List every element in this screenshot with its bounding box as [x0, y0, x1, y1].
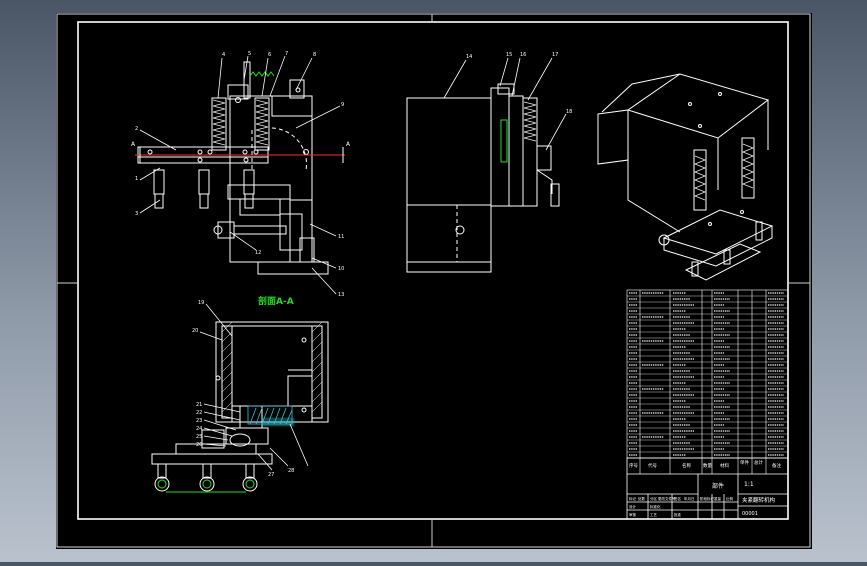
section-hatch-walls	[221, 321, 323, 413]
section-marker-right: A	[346, 141, 351, 148]
svg-text:12: 12	[255, 250, 261, 256]
side-leaders	[443, 57, 567, 151]
svg-text:年月日: 年月日	[684, 496, 695, 501]
svg-text:名称: 名称	[682, 462, 691, 469]
side-spring	[523, 101, 537, 142]
svg-text:13: 13	[338, 292, 344, 298]
svg-text:重量: 重量	[714, 496, 722, 501]
svg-text:19: 19	[198, 300, 204, 306]
svg-text:26: 26	[196, 442, 202, 448]
scale-value: 1:1	[744, 481, 754, 488]
svg-text:16: 16	[520, 52, 526, 58]
iso-springs	[693, 143, 755, 201]
svg-text:处数: 处数	[638, 496, 646, 501]
svg-text:工艺: 工艺	[650, 512, 658, 517]
svg-text:17: 17	[552, 52, 558, 58]
svg-text:设计: 设计	[629, 504, 637, 509]
title-block[interactable]	[626, 457, 789, 520]
green-wheel-links	[157, 479, 255, 493]
svg-text:23: 23	[196, 418, 202, 424]
svg-text:标记: 标记	[629, 496, 637, 501]
material-cell: 部件	[712, 482, 724, 490]
svg-text:单件: 单件	[740, 459, 749, 466]
svg-text:15: 15	[506, 52, 512, 58]
section-balloons: 19 20 21 22 23 24 25 26 27 28	[192, 300, 294, 478]
section-title: 剖面A-A	[258, 295, 294, 307]
svg-text:18: 18	[566, 109, 572, 115]
section-leaders	[199, 303, 309, 471]
side-view[interactable]	[406, 83, 560, 273]
inner-border	[77, 21, 789, 520]
front-leaders	[139, 55, 341, 295]
side-balloons: 14 15 16 17 18	[466, 52, 572, 115]
svg-text:14: 14	[466, 54, 472, 60]
svg-text:7: 7	[285, 51, 288, 57]
svg-text:5: 5	[248, 51, 251, 57]
svg-text:数量: 数量	[703, 462, 712, 469]
svg-text:材料: 材料	[720, 462, 729, 469]
svg-text:序号: 序号	[629, 462, 638, 469]
section-marker-left: A	[131, 141, 136, 148]
svg-text:总计: 总计	[754, 459, 763, 466]
title-block-header-row: 序号 代号 名称 数量 材料 单件 总计 备注	[629, 459, 781, 469]
svg-text:8: 8	[313, 52, 316, 58]
svg-text:27: 27	[268, 472, 274, 478]
svg-text:20: 20	[192, 328, 198, 334]
svg-text:11: 11	[338, 234, 344, 240]
svg-text:2: 2	[135, 126, 138, 132]
zone-ticks	[57, 14, 810, 547]
front-view[interactable]	[137, 61, 329, 275]
svg-text:6: 6	[268, 52, 271, 58]
svg-text:批准: 批准	[674, 512, 682, 517]
part-name: 夹紧翻转机构	[742, 496, 776, 504]
svg-text:标准化: 标准化	[650, 504, 661, 509]
svg-text:22: 22	[196, 410, 202, 416]
svg-text:10: 10	[338, 266, 344, 272]
outer-frame	[56, 13, 811, 548]
svg-text:比例: 比例	[726, 496, 734, 501]
svg-text:21: 21	[196, 402, 202, 408]
svg-text:1: 1	[135, 176, 138, 182]
svg-text:25: 25	[196, 434, 202, 440]
svg-text:代号: 代号	[648, 462, 657, 469]
svg-text:28: 28	[288, 468, 294, 474]
spring-right	[255, 99, 269, 146]
green-clamp-jaw	[500, 119, 508, 163]
svg-text:3: 3	[135, 211, 138, 217]
cyan-hatch	[247, 405, 295, 427]
front-balloons: 4 5 6 7 8 9 2 1 3 12 11 10 13	[135, 51, 344, 298]
svg-text:更改文件号: 更改文件号	[658, 496, 676, 501]
parts-list-entries	[627, 292, 788, 456]
svg-text:4: 4	[222, 52, 225, 58]
drawing-sheet	[56, 13, 812, 549]
svg-text:分区: 分区	[650, 496, 658, 501]
green-dimension-mark	[249, 71, 275, 77]
svg-text:24: 24	[196, 426, 202, 432]
svg-text:备注: 备注	[772, 462, 781, 469]
isometric-view[interactable]	[597, 73, 774, 281]
svg-text:阶段标记: 阶段标记	[700, 496, 714, 501]
svg-text:签名: 签名	[674, 496, 681, 501]
svg-text:9: 9	[341, 102, 344, 108]
title-block-sign-cells: 标记 处数 分区 更改文件号 签名 年月日 设计 标准化 审核 工艺 批准 阶段…	[629, 496, 734, 517]
parts-list-table[interactable]	[626, 289, 789, 474]
spring-left	[212, 99, 226, 146]
drawing-number: 00001	[742, 511, 758, 517]
svg-text:审核: 审核	[629, 512, 637, 517]
